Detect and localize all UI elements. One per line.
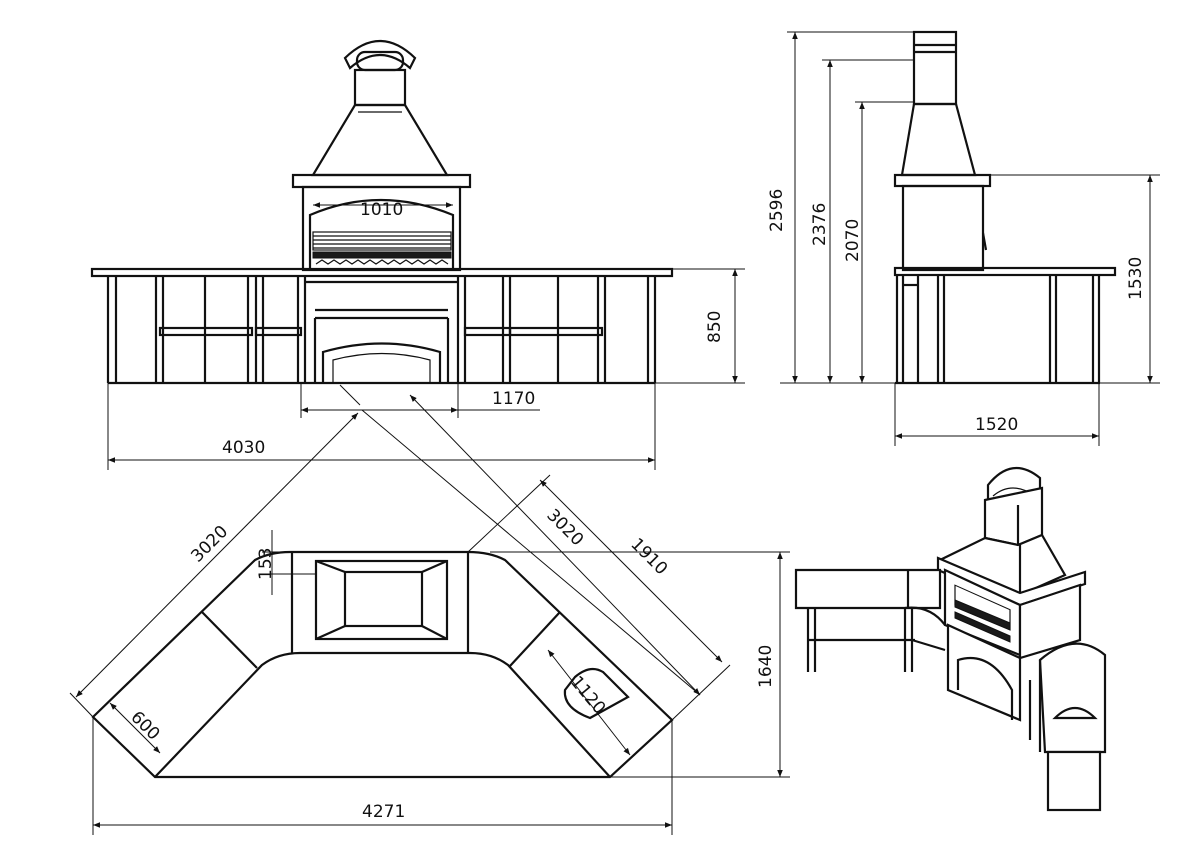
persp-left-table xyxy=(794,568,942,610)
plan-outline xyxy=(91,550,674,779)
firebox-arch xyxy=(308,198,455,270)
woodstore-arch xyxy=(321,342,442,383)
side-table xyxy=(893,266,1117,277)
chimney-cap xyxy=(343,39,417,70)
persp-right-cabinet xyxy=(1038,642,1107,754)
side-firebox xyxy=(901,184,985,272)
chimney-hood xyxy=(311,103,449,177)
plan-view: 3020 3020 1910 153 1640 600 1120 4271 xyxy=(69,384,790,835)
dim-right-diagonal: 3020 xyxy=(542,505,587,550)
side-view: 2596 2376 2070 1530 1520 xyxy=(767,30,1160,446)
dim-total-width: 4030 xyxy=(222,438,265,458)
chimney-pipe xyxy=(353,68,407,107)
dim-counter-height: 850 xyxy=(705,311,725,343)
front-view: 1010 850 1170 4030 xyxy=(90,39,745,470)
dim-offset: 153 xyxy=(256,548,276,580)
dim-left-diagonal: 3020 xyxy=(187,522,232,567)
dim-height-3: 2070 xyxy=(843,219,863,262)
hood-shelf xyxy=(291,173,472,189)
dim-total-height: 2596 xyxy=(767,189,787,232)
dim-height-2: 2376 xyxy=(810,203,830,246)
countertop xyxy=(90,267,674,278)
dim-depth: 1520 xyxy=(975,415,1018,435)
dim-arch-width: 1010 xyxy=(360,200,403,220)
dim-right-arm: 1910 xyxy=(626,534,671,579)
plan-dim-total-width: 4271 xyxy=(362,802,405,822)
dim-table-height: 1530 xyxy=(1126,257,1146,300)
perspective-view xyxy=(794,466,1107,812)
dim-firebox-width: 1170 xyxy=(492,389,535,409)
grill xyxy=(312,231,452,251)
plan-dim-depth: 1640 xyxy=(756,645,776,688)
side-chimney xyxy=(912,30,958,106)
side-hood xyxy=(900,102,977,177)
